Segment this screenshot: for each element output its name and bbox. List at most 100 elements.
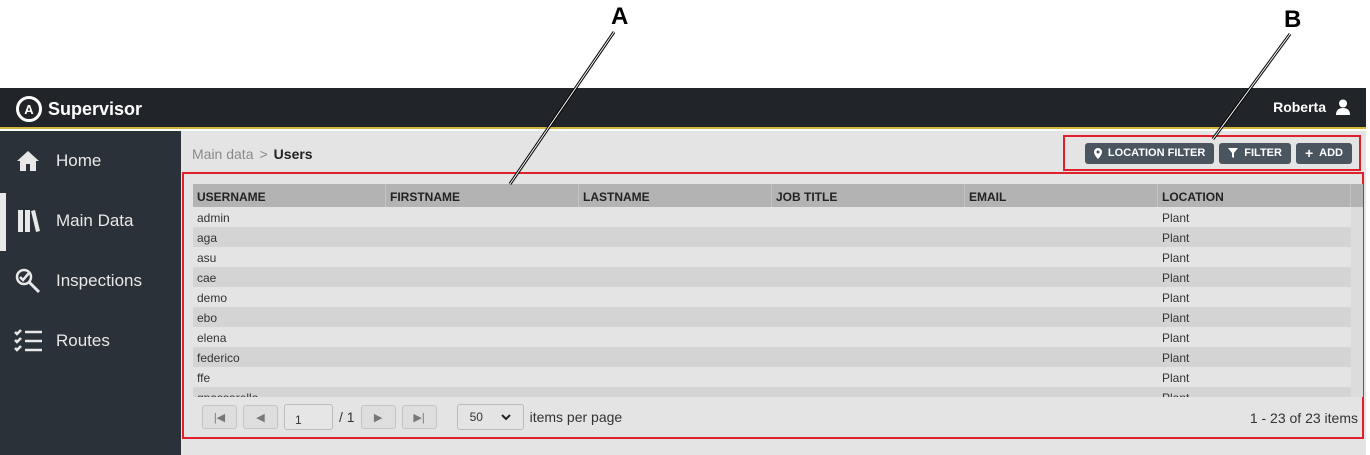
table-cell: ebo bbox=[197, 311, 218, 325]
pagination: |◀ ◀ 1 / 1 ▶ ▶| 50 items per page bbox=[202, 404, 622, 430]
table-cell bbox=[386, 227, 579, 247]
sidebar: Home Main Data Inspections Routes bbox=[0, 131, 181, 455]
table-cell: Plant bbox=[1162, 351, 1190, 365]
table-row[interactable]: elena Plant bbox=[193, 327, 1351, 347]
prev-page-icon: ◀ bbox=[256, 411, 265, 424]
table-row[interactable]: demo Plant bbox=[193, 287, 1351, 307]
column-header[interactable]: JOB TITLE bbox=[772, 184, 965, 207]
table-cell bbox=[772, 307, 965, 327]
table-cell: cae bbox=[197, 271, 217, 285]
table-cell bbox=[965, 387, 1158, 397]
table-cell: Plant bbox=[1162, 251, 1190, 265]
breadcrumb-separator: > bbox=[259, 146, 268, 162]
table-cell: ffe bbox=[197, 371, 211, 385]
table-cell bbox=[579, 327, 772, 347]
table-cell bbox=[579, 227, 772, 247]
table-cell bbox=[386, 367, 579, 387]
prev-page-button[interactable]: ◀ bbox=[243, 405, 278, 429]
table-cell: gpassarella bbox=[193, 387, 386, 397]
table-cell bbox=[965, 327, 1158, 347]
breadcrumb: Main data>Users bbox=[192, 146, 313, 162]
table-row[interactable]: asu Plant bbox=[193, 247, 1351, 267]
table-row[interactable]: ebo Plant bbox=[193, 307, 1351, 327]
table-cell bbox=[965, 367, 1158, 387]
table-cell bbox=[772, 247, 965, 267]
table-row[interactable]: federico Plant bbox=[193, 347, 1351, 367]
table-cell: Plant bbox=[1162, 271, 1190, 285]
table-cell bbox=[386, 247, 579, 267]
callout-b: B bbox=[1284, 6, 1302, 33]
table-cell: Plant bbox=[1162, 231, 1190, 245]
callout-a: A bbox=[611, 3, 629, 30]
location-filter-button[interactable]: LOCATION FILTER bbox=[1084, 142, 1215, 164]
table-cell: Plant bbox=[1162, 331, 1190, 345]
table-row[interactable]: cae Plant bbox=[193, 267, 1351, 287]
table-cell bbox=[965, 347, 1158, 367]
table-cell bbox=[579, 367, 772, 387]
table-cell bbox=[579, 387, 772, 397]
table-cell: Plant bbox=[1162, 291, 1190, 305]
table-cell bbox=[386, 287, 579, 307]
column-header[interactable]: LASTNAME bbox=[579, 184, 772, 207]
table-cell bbox=[772, 287, 965, 307]
page-size-select[interactable]: 50 bbox=[456, 404, 524, 430]
user-name: Roberta bbox=[1273, 99, 1326, 115]
sidebar-item-routes[interactable]: Routes bbox=[0, 311, 181, 371]
last-page-button[interactable]: ▶| bbox=[401, 405, 437, 429]
page-input[interactable]: 1 bbox=[284, 404, 333, 430]
table-cell: Plant bbox=[1162, 211, 1190, 225]
table-row[interactable]: gpassarella Plant bbox=[193, 387, 1351, 397]
sidebar-item-label: Routes bbox=[56, 331, 110, 350]
add-button[interactable]: + ADD bbox=[1295, 142, 1352, 164]
column-header[interactable]: USERNAME bbox=[193, 184, 386, 207]
table-cell bbox=[772, 227, 965, 247]
table-cell bbox=[386, 327, 579, 347]
table-cell bbox=[579, 347, 772, 367]
sidebar-item-label: Main Data bbox=[56, 211, 134, 230]
column-header[interactable]: FIRSTNAME bbox=[386, 184, 579, 207]
sidebar-item-main-data[interactable]: Main Data bbox=[0, 191, 181, 251]
table-cell bbox=[579, 267, 772, 287]
user-icon bbox=[1336, 99, 1350, 115]
table-cell bbox=[579, 307, 772, 327]
table-cell: Plant bbox=[1158, 387, 1351, 397]
filter-button[interactable]: FILTER bbox=[1219, 142, 1291, 164]
table-cell bbox=[579, 207, 772, 227]
checklist-icon bbox=[0, 329, 56, 353]
next-page-button[interactable]: ▶ bbox=[360, 405, 396, 429]
first-page-button[interactable]: |◀ bbox=[202, 405, 237, 429]
breadcrumb-parent[interactable]: Main data bbox=[192, 146, 254, 162]
last-page-icon: ▶| bbox=[413, 411, 425, 424]
table-cell bbox=[965, 207, 1158, 227]
table-cell: demo bbox=[197, 291, 228, 305]
page-size-label: items per page bbox=[529, 409, 623, 425]
sidebar-item-home[interactable]: Home bbox=[0, 131, 181, 191]
column-header[interactable]: LOCATION bbox=[1158, 184, 1351, 207]
vertical-scrollbar[interactable] bbox=[1351, 207, 1363, 397]
table-cell: elena bbox=[197, 331, 227, 345]
table-cell bbox=[579, 287, 772, 307]
table-cell bbox=[965, 247, 1158, 267]
column-header[interactable]: EMAIL bbox=[965, 184, 1158, 207]
table-cell: asu bbox=[197, 251, 217, 265]
table-cell: Plant bbox=[1162, 311, 1190, 325]
table-cell bbox=[965, 307, 1158, 327]
inspection-search-icon bbox=[0, 268, 56, 294]
chevron-down-icon bbox=[500, 413, 511, 420]
table-cell: federico bbox=[197, 351, 240, 365]
table-cell bbox=[772, 327, 965, 347]
brand[interactable]: A Supervisor bbox=[16, 96, 142, 122]
map-pin-icon bbox=[1093, 147, 1102, 159]
sidebar-item-label: Inspections bbox=[56, 271, 142, 290]
home-icon bbox=[0, 150, 56, 172]
sidebar-item-inspections[interactable]: Inspections bbox=[0, 251, 181, 311]
user-menu[interactable]: Roberta bbox=[1273, 99, 1350, 115]
main-content: Main data>Users LOCATION FILTER FILTER +… bbox=[181, 131, 1366, 455]
table-cell bbox=[386, 347, 579, 367]
